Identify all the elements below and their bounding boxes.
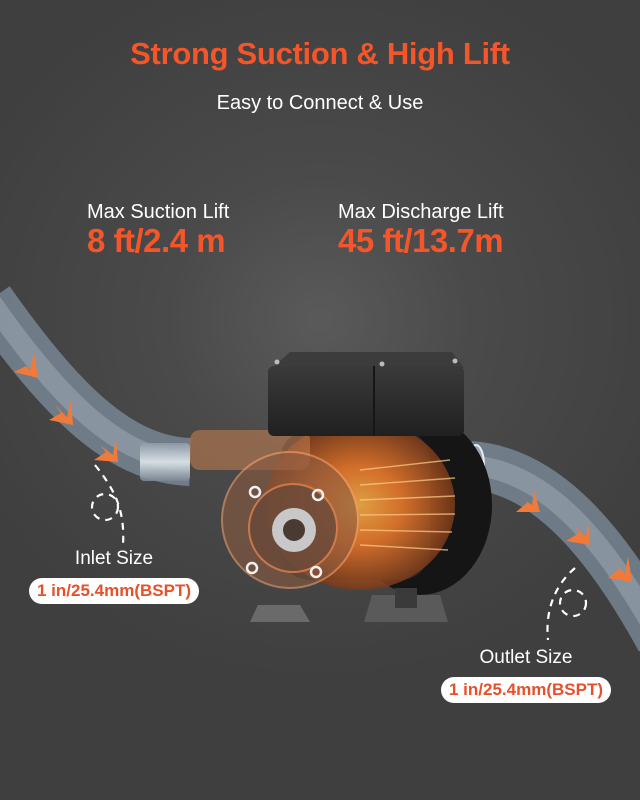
flow-arrow-icon bbox=[14, 352, 38, 378]
outlet-size-label: Outlet Size bbox=[479, 647, 573, 668]
inlet-hose bbox=[0, 286, 192, 486]
flow-arrow-icon bbox=[94, 438, 118, 462]
flow-arrow-icon bbox=[566, 520, 590, 545]
inlet-size-badge: 1 in/25.4mm(BSPT) bbox=[29, 578, 199, 604]
outlet-callout-line bbox=[546, 567, 588, 641]
flow-arrow-icon bbox=[49, 400, 73, 425]
inlet-size-callout: Inlet Size 1 in/25.4mm(BSPT) bbox=[14, 548, 214, 604]
spec-label: Max Suction Lift bbox=[87, 201, 230, 223]
flow-arrow-icon bbox=[608, 556, 632, 582]
inlet-size-label: Inlet Size bbox=[74, 548, 154, 569]
spec-suction-lift: Max Suction Lift 8 ft/2.4 m bbox=[87, 201, 229, 260]
pump-body bbox=[190, 352, 492, 622]
spec-discharge-lift: Max Discharge Lift 45 ft/13.7m bbox=[338, 201, 504, 260]
spec-value: 8 ft/2.4 m bbox=[87, 222, 226, 259]
inlet-callout-line bbox=[90, 464, 125, 546]
spec-value: 45 ft/13.7m bbox=[338, 222, 504, 259]
subheadline: Easy to Connect & Use bbox=[216, 92, 424, 114]
flow-arrow-icon bbox=[516, 490, 540, 512]
headline: Strong Suction & High Lift bbox=[130, 36, 510, 71]
spec-label: Max Discharge Lift bbox=[338, 201, 504, 223]
outlet-size-callout: Outlet Size 1 in/25.4mm(BSPT) bbox=[426, 647, 626, 703]
outlet-size-badge: 1 in/25.4mm(BSPT) bbox=[441, 677, 611, 703]
flow-arrows bbox=[14, 352, 632, 582]
